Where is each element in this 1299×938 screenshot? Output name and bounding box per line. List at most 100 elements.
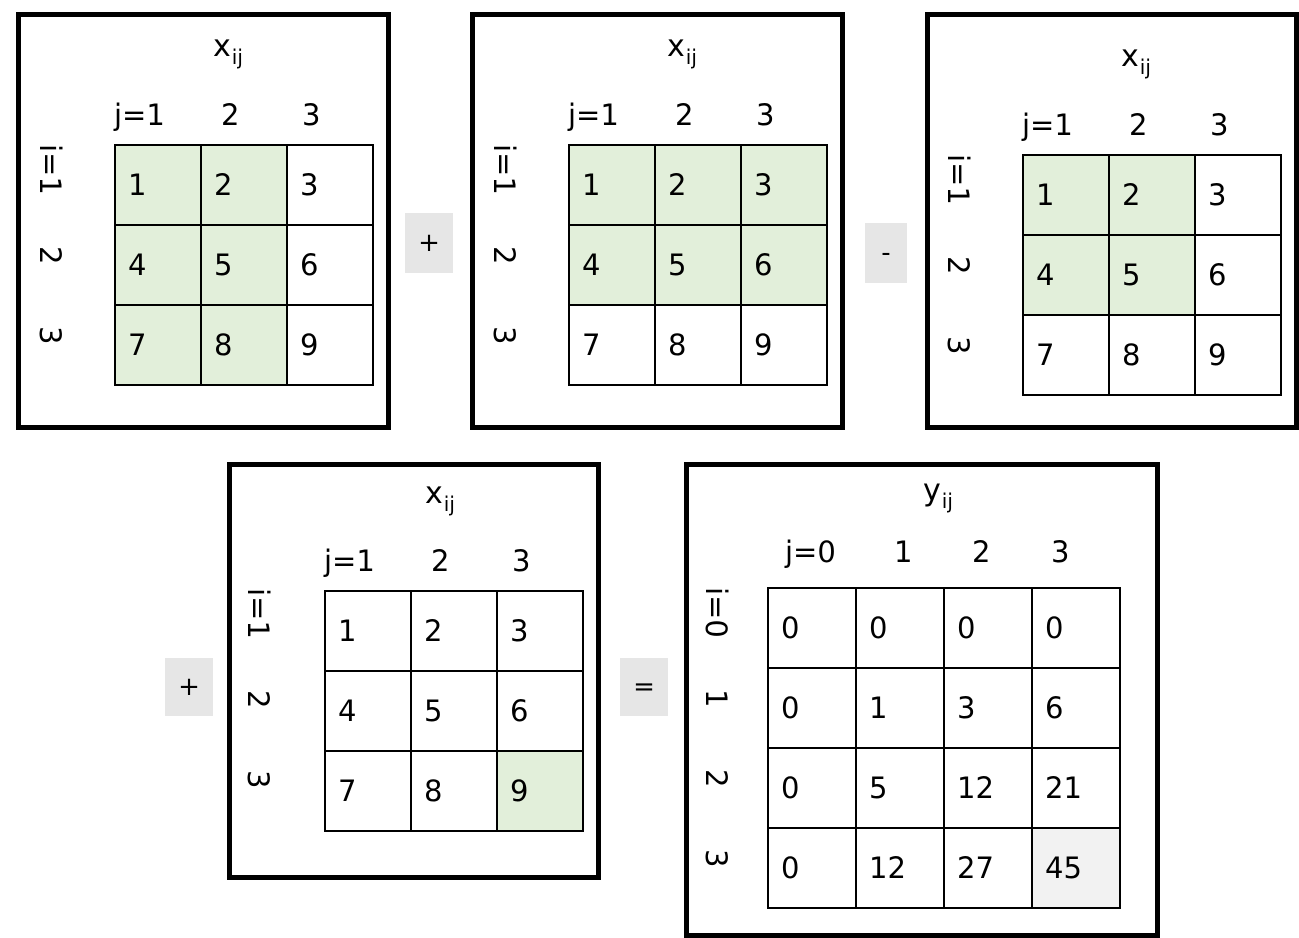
matrix-panel-2: xij j=1 2 3 i=1 2 3 1 2 3 4 5 6 7 8 9 [470,12,845,430]
matrix-panel-1: xij j=1 2 3 i=1 2 3 1 2 3 4 5 6 7 8 9 [16,12,391,430]
col-header: 2 [221,98,240,132]
panel-title: xij [1121,39,1151,80]
matrix-cell: 6 [740,224,828,306]
row-header: 2 [33,246,67,265]
matrix-grid: 1 2 3 4 5 6 7 8 9 [114,144,374,386]
matrix-cell: 7 [1022,314,1110,396]
result-cell: 12 [943,747,1033,829]
matrix-cell: 6 [286,224,374,306]
col-header: 2 [675,98,694,132]
col-header: j=1 [568,98,619,132]
panel-title: xij [213,29,243,70]
col-header: j=1 [1022,108,1073,142]
row-header: 2 [941,256,975,275]
result-cell: 27 [943,827,1033,909]
row-header: i=1 [487,144,521,195]
equals-operator: = [620,658,668,716]
row-header: 2 [699,769,733,788]
matrix-cell: 9 [496,750,584,832]
matrix-grid: 1 2 3 4 5 6 7 8 9 [568,144,828,386]
matrix-cell: 2 [1108,154,1196,236]
col-header: 3 [1051,535,1070,569]
matrix-cell: 4 [114,224,202,306]
plus-operator: + [165,658,213,716]
result-cell: 6 [1031,667,1121,749]
result-cell: 5 [855,747,945,829]
matrix-cell: 3 [740,144,828,226]
row-header: i=1 [241,588,275,639]
col-header: j=0 [785,535,836,569]
matrix-cell: 8 [1108,314,1196,396]
matrix-cell: 9 [1194,314,1282,396]
result-cell: 0 [1031,587,1121,669]
matrix-cell: 1 [114,144,202,226]
row-header: 3 [941,336,975,355]
matrix-cell: 4 [1022,234,1110,316]
matrix-grid: 1 2 3 4 5 6 7 8 9 [324,590,584,832]
row-header: i=0 [699,587,733,638]
row-header: 2 [241,690,275,709]
col-header: 2 [1129,108,1148,142]
row-header: 3 [241,770,275,789]
row-header: 2 [487,246,521,265]
panel-title: yij [923,473,953,514]
matrix-cell: 8 [654,304,742,386]
matrix-cell: 9 [286,304,374,386]
row-header: i=1 [33,144,67,195]
matrix-cell: 8 [200,304,288,386]
matrix-cell: 1 [324,590,412,672]
result-cell: 0 [943,587,1033,669]
result-panel: yij j=0 1 2 3 i=0 1 2 3 0 0 0 0 0 1 3 6 … [684,462,1160,938]
matrix-cell: 7 [568,304,656,386]
result-cell: 45 [1031,827,1121,909]
row-header: 3 [699,849,733,868]
result-cell: 3 [943,667,1033,749]
matrix-cell: 3 [1194,154,1282,236]
matrix-panel-3: xij j=1 2 3 i=1 2 3 1 2 3 4 5 6 7 8 9 [925,12,1299,430]
matrix-panel-4: xij j=1 2 3 i=1 2 3 1 2 3 4 5 6 7 8 9 [227,462,601,880]
matrix-cell: 7 [324,750,412,832]
col-header: 1 [894,535,913,569]
panel-title: xij [667,29,697,70]
matrix-cell: 9 [740,304,828,386]
result-cell: 0 [767,747,857,829]
col-header: 2 [972,535,991,569]
matrix-cell: 5 [200,224,288,306]
row-header: i=1 [941,154,975,205]
minus-operator: - [865,223,907,283]
result-cell: 21 [1031,747,1121,829]
matrix-cell: 5 [1108,234,1196,316]
row-header: 3 [487,326,521,345]
col-header: j=1 [114,98,165,132]
matrix-cell: 5 [654,224,742,306]
panel-title: xij [425,476,455,517]
result-cell: 12 [855,827,945,909]
matrix-cell: 8 [410,750,498,832]
col-header: 3 [1210,108,1229,142]
matrix-cell: 6 [1194,234,1282,316]
col-header: 3 [512,544,531,578]
matrix-cell: 7 [114,304,202,386]
plus-operator: + [405,213,453,273]
matrix-cell: 2 [410,590,498,672]
row-header: 3 [33,326,67,345]
matrix-grid: 1 2 3 4 5 6 7 8 9 [1022,154,1282,396]
matrix-cell: 3 [496,590,584,672]
result-cell: 1 [855,667,945,749]
matrix-cell: 4 [324,670,412,752]
col-header: 2 [431,544,450,578]
col-header: 3 [302,98,321,132]
result-grid: 0 0 0 0 0 1 3 6 0 5 12 21 0 12 27 45 [767,587,1121,909]
result-cell: 0 [767,667,857,749]
matrix-cell: 2 [654,144,742,226]
col-header: j=1 [324,544,375,578]
row-header: 1 [699,689,733,708]
matrix-cell: 2 [200,144,288,226]
col-header: 3 [756,98,775,132]
matrix-cell: 1 [568,144,656,226]
matrix-cell: 4 [568,224,656,306]
matrix-cell: 3 [286,144,374,226]
matrix-cell: 5 [410,670,498,752]
matrix-cell: 6 [496,670,584,752]
result-cell: 0 [767,827,857,909]
